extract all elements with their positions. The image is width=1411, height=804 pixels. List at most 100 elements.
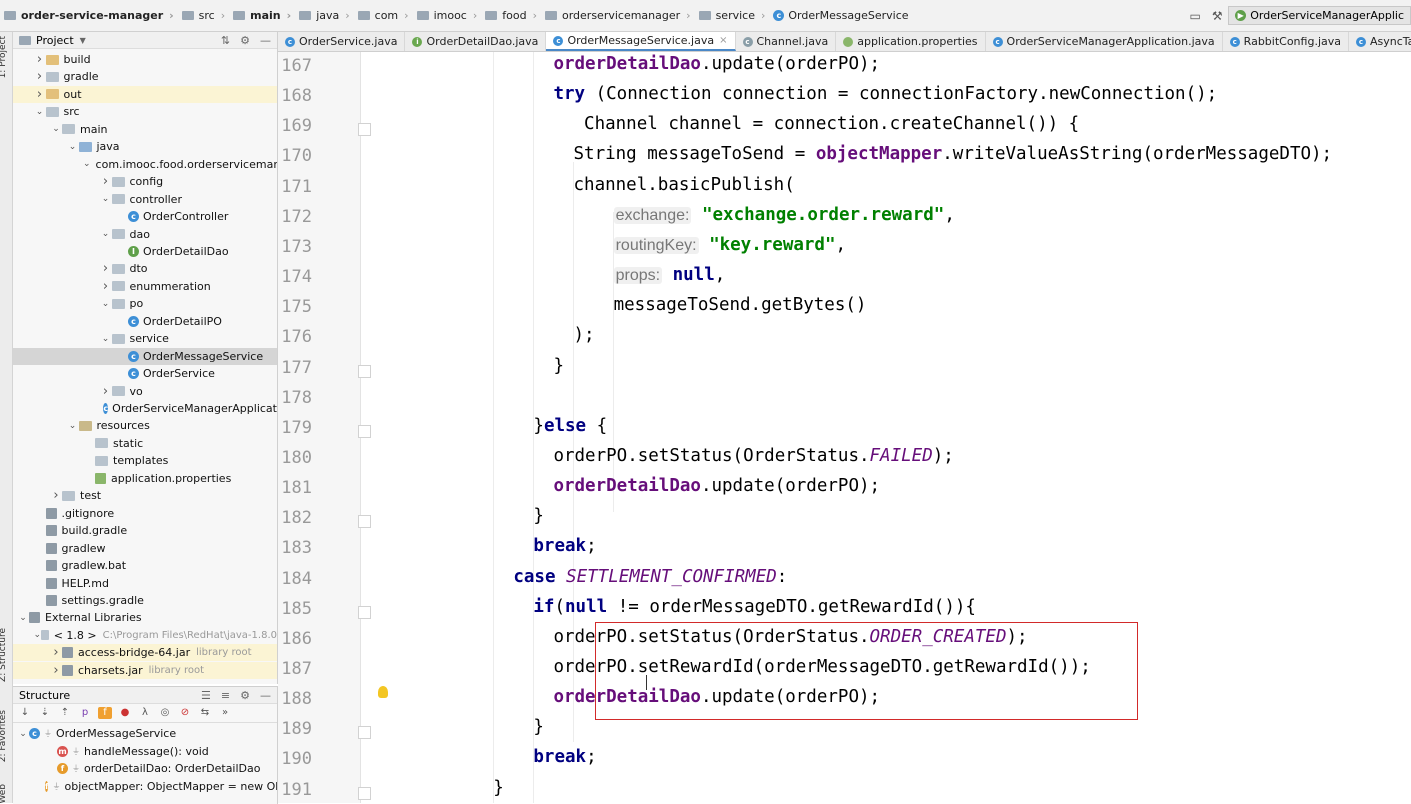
project-tree-item[interactable]: ›build — [13, 51, 277, 68]
project-tree-item[interactable]: ⌄src — [13, 103, 277, 120]
fold-marker-icon[interactable] — [358, 365, 371, 378]
fold-marker-icon[interactable] — [358, 123, 371, 136]
breadcrumb-item[interactable]: orderservicemanager› — [541, 9, 695, 22]
structure-tool-window-button[interactable]: Z: Structure — [0, 628, 8, 682]
project-tree-item[interactable]: ⌄java — [13, 138, 277, 155]
chevron-down-icon[interactable]: ⌄ — [67, 421, 79, 431]
breadcrumb-item[interactable]: order-service-manager› — [0, 9, 178, 22]
breadcrumb-item[interactable]: imooc› — [413, 9, 482, 22]
chevron-right-icon[interactable]: › — [50, 645, 62, 660]
editor-tab[interactable]: cAsyncTaskConfig — [1349, 32, 1411, 51]
favorites-tool-window-button[interactable]: 2: Favorites — [0, 710, 8, 762]
project-tree-item[interactable]: ⌄dao — [13, 226, 277, 243]
project-tree-item[interactable]: ⌄< 1.8 >C:\Program Files\RedHat\java-1.8… — [13, 627, 277, 644]
chevron-right-icon[interactable]: › — [100, 279, 112, 294]
project-tree-item[interactable]: ⌄main — [13, 121, 277, 138]
project-tree-item[interactable]: application.properties — [13, 470, 277, 487]
fold-marker-icon[interactable] — [358, 515, 371, 528]
breadcrumb-item[interactable]: service› — [695, 9, 770, 22]
project-tree-item[interactable]: .gitignore — [13, 505, 277, 522]
web-tool-window-button[interactable]: Web — [0, 784, 8, 804]
project-tree-item[interactable]: build.gradle — [13, 522, 277, 539]
project-tree-item[interactable]: static — [13, 435, 277, 452]
chevron-right-icon[interactable]: › — [34, 52, 46, 67]
project-tree-item[interactable]: ›out — [13, 86, 277, 103]
show-lambdas-icon[interactable]: λ — [138, 707, 152, 719]
chevron-right-icon[interactable]: › — [100, 174, 112, 189]
chevron-down-icon[interactable]: ⌄ — [100, 299, 112, 309]
breadcrumb-item[interactable]: java› — [295, 9, 353, 22]
structure-item[interactable]: f⏚orderDetailDao: OrderDetailDao — [13, 760, 277, 777]
chevron-right-icon[interactable]: › — [50, 488, 62, 503]
autoscroll-to-source-icon[interactable]: ⊘ — [178, 707, 192, 719]
fold-marker-icon[interactable] — [358, 787, 371, 800]
chevron-down-icon[interactable]: ⌄ — [100, 229, 112, 239]
project-tree-item[interactable]: ⌄service — [13, 330, 277, 347]
project-tree-item[interactable]: ⌄po — [13, 295, 277, 312]
lightbulb-icon[interactable] — [378, 686, 388, 698]
close-tab-icon[interactable]: × — [719, 35, 727, 46]
sort-by-visibility-icon[interactable]: ↓ — [18, 707, 32, 719]
project-tree-item[interactable]: gradlew — [13, 540, 277, 557]
breadcrumb-item[interactable]: main› — [229, 9, 295, 22]
breadcrumb-item[interactable]: src› — [178, 9, 229, 22]
hide-panel-icon[interactable]: — — [260, 689, 271, 702]
show-fields-icon[interactable]: f — [98, 707, 112, 719]
show-anonymous-icon[interactable]: ◎ — [158, 707, 172, 719]
settings-gear-icon[interactable]: ⚙ — [240, 689, 250, 702]
chevron-down-icon[interactable]: ⌄ — [34, 107, 46, 117]
show-inherited-icon[interactable]: ⇡ — [58, 707, 72, 719]
breadcrumb-item[interactable]: com› — [354, 9, 413, 22]
run-configuration-select[interactable]: ▶ OrderServiceManagerApplic — [1228, 6, 1411, 25]
expand-all-icon[interactable]: ☰ — [201, 689, 211, 702]
collapse-all-icon[interactable]: ≡ — [221, 689, 230, 702]
project-tree-item[interactable]: ›test — [13, 487, 277, 504]
structure-item[interactable]: f⏚objectMapper: ObjectMapper = new Obj — [13, 778, 277, 795]
project-tree-item[interactable]: gradlew.bat — [13, 557, 277, 574]
project-tree-item[interactable]: ›gradle — [13, 68, 277, 85]
show-properties-icon[interactable]: p — [78, 707, 92, 719]
chevron-down-icon[interactable]: ⌄ — [100, 194, 112, 204]
project-tree-item[interactable]: HELP.md — [13, 575, 277, 592]
fold-marker-icon[interactable] — [358, 425, 371, 438]
chevron-down-icon[interactable]: ⌄ — [17, 613, 29, 623]
project-tree-item[interactable]: ›vo — [13, 383, 277, 400]
project-tree-item[interactable]: ›config — [13, 173, 277, 190]
sort-alphabetically-icon[interactable]: ⇣ — [38, 707, 52, 719]
chevron-down-icon[interactable]: ⌄ — [34, 630, 42, 640]
project-tree-item[interactable]: settings.gradle — [13, 592, 277, 609]
settings-gear-icon[interactable]: ⚙ — [240, 34, 250, 47]
chevron-down-icon[interactable]: ⌄ — [83, 159, 91, 169]
collapse-all-icon[interactable]: ⇅ — [221, 34, 230, 47]
chevron-right-icon[interactable]: › — [100, 261, 112, 276]
breadcrumb-item[interactable]: food› — [481, 9, 541, 22]
chevron-down-icon[interactable]: ⌄ — [17, 729, 29, 739]
fold-marker-icon[interactable] — [358, 606, 371, 619]
project-view-dropdown-icon[interactable]: ▼ — [80, 36, 86, 45]
fold-marker-icon[interactable] — [358, 726, 371, 739]
expand-icon[interactable]: ⇆ — [198, 707, 212, 719]
project-tree-item[interactable]: ⌄External Libraries — [13, 609, 277, 626]
structure-item[interactable]: m⏚handleMessage(): void — [13, 743, 277, 760]
chevron-down-icon[interactable]: ⌄ — [67, 142, 79, 152]
project-tree-item[interactable]: ⌄resources — [13, 417, 277, 434]
chevron-right-icon[interactable]: › — [34, 69, 46, 84]
project-tree-item[interactable]: templates — [13, 452, 277, 469]
hide-panel-icon[interactable]: — — [260, 34, 271, 47]
project-panel-title[interactable]: Project — [36, 34, 74, 47]
project-tree-item[interactable]: ›enummeration — [13, 278, 277, 295]
chevron-down-icon[interactable]: ⌄ — [50, 124, 62, 134]
project-tree-item[interactable]: ⌄com.imooc.food.orderserviceman — [13, 156, 277, 173]
